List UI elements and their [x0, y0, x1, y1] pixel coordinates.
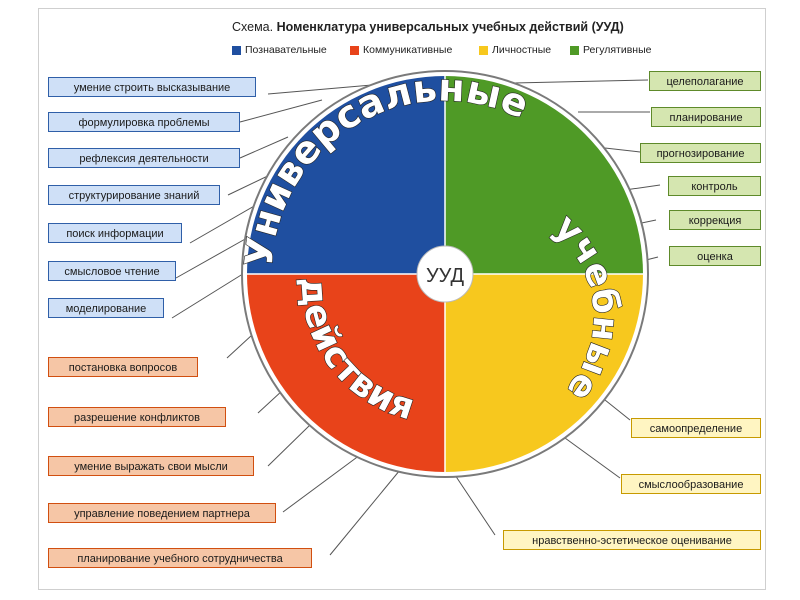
- legend-item-cognitive: Познавательные: [232, 44, 327, 56]
- quadrant-cognitive: [247, 76, 445, 274]
- legend-label-personal: Личностные: [492, 44, 552, 56]
- cognitive-item: рефлексия деятельности: [48, 148, 240, 168]
- diagram-title: Схема. Номенклатура универсальных учебны…: [232, 20, 624, 34]
- cognitive-item: поиск информации: [48, 223, 182, 243]
- legend-swatch-communicative: [350, 45, 359, 55]
- center-label: УУД: [426, 265, 465, 287]
- communicative-item: управление поведением партнера: [48, 503, 276, 523]
- legend-swatch-regulatory: [570, 45, 579, 55]
- cognitive-item: умение строить высказывание: [48, 77, 256, 97]
- cognitive-item: структурирование знаний: [48, 185, 220, 205]
- center-circle: [416, 245, 474, 303]
- regulatory-item: оценка: [669, 246, 761, 266]
- cognitive-item: моделирование: [48, 298, 164, 318]
- legend-item-personal: Личностные: [479, 44, 551, 56]
- legend-label-regulatory: Регулятивные: [583, 44, 652, 56]
- legend-item-regulatory: Регулятивные: [570, 44, 651, 56]
- quadrant-communicative: [247, 274, 445, 472]
- personal-item: нравственно-эстетическое оценивание: [503, 530, 761, 550]
- personal-item: самоопределение: [631, 418, 761, 438]
- wheel: УУД: [241, 70, 649, 478]
- regulatory-item: контроль: [668, 176, 761, 196]
- cognitive-item: формулировка проблемы: [48, 112, 240, 132]
- legend-label-cognitive: Познавательные: [245, 44, 327, 56]
- communicative-item: постановка вопросов: [48, 357, 198, 377]
- regulatory-item: прогнозирование: [640, 143, 761, 163]
- regulatory-item: коррекция: [669, 210, 761, 230]
- communicative-item: планирование учебного сотрудничества: [48, 548, 312, 568]
- legend-label-communicative: Коммуникативные: [363, 44, 453, 56]
- legend-swatch-personal: [479, 45, 488, 55]
- quadrant-regulatory: [445, 76, 643, 274]
- legend-item-communicative: Коммуникативные: [350, 44, 452, 56]
- personal-item: смыслообразование: [621, 474, 761, 494]
- legend-swatch-cognitive: [232, 45, 241, 55]
- quadrant-personal: [445, 274, 643, 472]
- regulatory-item: планирование: [651, 107, 761, 127]
- title-prefix: Схема.: [232, 20, 274, 34]
- communicative-item: разрешение конфликтов: [48, 407, 226, 427]
- cognitive-item: смысловое чтение: [48, 261, 176, 281]
- title-main: Номенклатура универсальных учебных дейст…: [276, 20, 624, 34]
- regulatory-item: целеполагание: [649, 71, 761, 91]
- communicative-item: умение выражать свои мысли: [48, 456, 254, 476]
